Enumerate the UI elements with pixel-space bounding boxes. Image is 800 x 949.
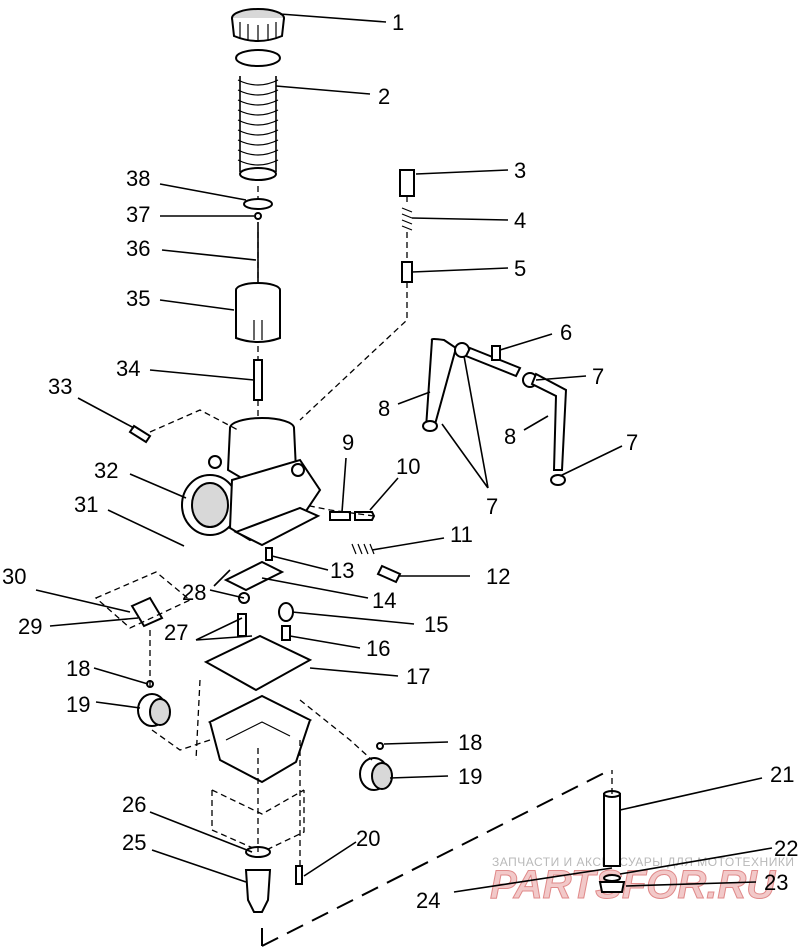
callout-labels: 1 2 3 4 5 6 7 7 7 8 8 9 10 11 12 13 14 1… <box>2 10 798 913</box>
part-pilot-jet <box>281 625 291 641</box>
callout-16: 16 <box>366 636 390 661</box>
part-bowl-gasket <box>203 634 313 692</box>
part-idle-screw <box>376 564 402 584</box>
part-vent-sleeve <box>401 261 413 283</box>
part-vent-hose-left <box>424 338 458 429</box>
callout-12: 12 <box>486 564 510 589</box>
part-hose-end-left <box>422 420 438 432</box>
part-float-bowl-plate <box>223 560 285 592</box>
callout-28: 28 <box>182 580 206 605</box>
part-bowl-screw <box>295 865 303 885</box>
part-pilot-screw <box>128 424 152 444</box>
alignment-bowl-left <box>195 679 201 761</box>
callout-22: 22 <box>774 836 798 861</box>
callout-35: 35 <box>126 286 150 311</box>
parts-drawing <box>94 8 626 947</box>
callout-7a: 7 <box>592 364 604 389</box>
callout-8a: 8 <box>378 396 390 421</box>
callout-25: 25 <box>122 830 146 855</box>
callout-23: 23 <box>764 870 788 895</box>
part-vent-spring <box>401 207 413 231</box>
part-float-right <box>359 757 393 791</box>
callout-32: 32 <box>94 458 118 483</box>
callout-24: 24 <box>416 888 440 913</box>
alignment-float-right <box>299 699 373 761</box>
alignment-float-left <box>149 630 211 751</box>
part-float-needle <box>237 613 247 637</box>
part-needle-washer <box>243 198 273 210</box>
part-drain-plug <box>244 869 272 913</box>
callout-14: 14 <box>372 588 396 613</box>
alignment-drain <box>257 740 301 866</box>
part-cap <box>231 8 285 42</box>
callout-7c: 7 <box>486 494 498 519</box>
part-float-pin-right <box>376 742 384 750</box>
part-spring <box>235 49 281 181</box>
callout-34: 34 <box>116 356 140 381</box>
callout-9: 9 <box>342 430 354 455</box>
part-plug-23 <box>598 881 626 893</box>
part-needle-jet <box>253 359 263 401</box>
callout-17: 17 <box>406 664 430 689</box>
callout-31: 31 <box>74 492 98 517</box>
callout-30: 30 <box>2 564 26 589</box>
callout-21: 21 <box>770 762 794 787</box>
callout-7b: 7 <box>626 430 638 455</box>
callout-11: 11 <box>450 522 473 547</box>
alignment-air-screw <box>309 505 375 517</box>
callout-2: 2 <box>378 84 390 109</box>
part-main-jet <box>278 602 294 622</box>
part-float-arm <box>130 596 164 628</box>
part-float-left <box>137 693 171 727</box>
phantom-float-arm <box>94 571 192 629</box>
part-tee-branch <box>491 345 501 361</box>
callout-26: 26 <box>122 792 146 817</box>
leader-lines <box>35 13 773 893</box>
callout-37: 37 <box>126 202 150 227</box>
part-carburetor-body <box>181 417 322 547</box>
callout-19a: 19 <box>66 692 90 717</box>
callout-18b: 18 <box>458 730 482 755</box>
part-vent-fitting <box>399 169 415 197</box>
part-throttle-slide <box>235 282 281 343</box>
callout-36: 36 <box>126 236 150 261</box>
watermark-tagline: ЗАПЧАСТИ И АКСЕССУАРЫ ДЛЯ МОТОТЕХНИКИ <box>492 855 794 869</box>
part-vent-hose-right <box>530 372 568 471</box>
callout-6: 6 <box>560 320 572 345</box>
callout-18a: 18 <box>66 656 90 681</box>
callout-13: 13 <box>330 558 354 583</box>
callout-8b: 8 <box>504 424 516 449</box>
callout-10: 10 <box>396 454 420 479</box>
part-extension-tube <box>603 793 621 867</box>
part-float-bowl <box>207 694 313 784</box>
part-hose-end-right <box>550 474 566 486</box>
callout-4: 4 <box>514 208 526 233</box>
callout-29: 29 <box>18 614 42 639</box>
callout-15: 15 <box>424 612 448 637</box>
watermark: ЗАПЧАСТИ И АКСЕССУАРЫ ДЛЯ МОТОТЕХНИКИ PA… <box>490 855 794 908</box>
part-washer-22 <box>603 874 621 882</box>
callout-33: 33 <box>48 374 72 399</box>
part-screw-13 <box>265 547 273 561</box>
part-needle-clip <box>254 212 262 220</box>
callout-1: 1 <box>392 10 404 35</box>
alignment-vent <box>299 196 408 421</box>
alignment-pilot-screw <box>149 409 239 433</box>
part-idle-spring <box>351 543 375 555</box>
callout-27: 27 <box>164 620 188 645</box>
part-tee-fitting <box>464 346 522 378</box>
callout-19b: 19 <box>458 764 482 789</box>
callout-5: 5 <box>514 256 526 281</box>
callout-3: 3 <box>514 158 526 183</box>
alignment-sub-assembly <box>261 769 611 947</box>
callout-20: 20 <box>356 826 380 851</box>
callout-38: 38 <box>126 166 150 191</box>
part-air-screw <box>329 511 351 521</box>
